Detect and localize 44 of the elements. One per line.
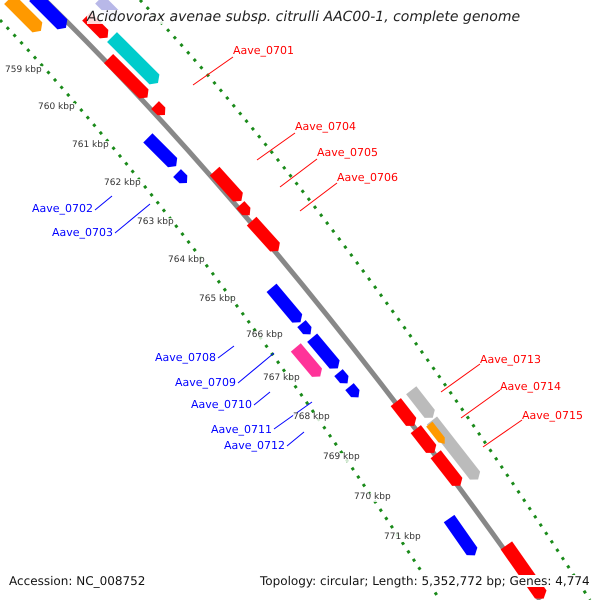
- title: Acidovorax avenae subsp. citrulli AAC00-1, complete genome: [87, 10, 520, 24]
- leader-line: [460, 390, 500, 418]
- leader-line: [218, 346, 234, 358]
- tick-label: 764 kbp: [168, 256, 205, 265]
- gene-label: Aave_0710: [190, 399, 252, 410]
- leader-line: [300, 182, 338, 212]
- tick-label: 760 kbp: [38, 103, 75, 112]
- gene-label: Aave_0703: [52, 227, 113, 238]
- tick-label: 770 kbp: [354, 493, 391, 502]
- tick-label: 761 kbp: [72, 141, 109, 150]
- gene-label: Aave_0711: [210, 424, 272, 435]
- gene-label: Aave_0712: [224, 440, 285, 451]
- leader-line: [440, 364, 480, 392]
- leader-line: [482, 420, 522, 448]
- tick-label: 763 kbp: [137, 218, 174, 227]
- gene-label: Aave_0705: [317, 147, 378, 158]
- gene-label: Aave_0706: [337, 172, 398, 183]
- gene-label: Aave_0713: [480, 354, 542, 365]
- leader-line: [254, 392, 270, 406]
- gene-label: Aave_0714: [500, 381, 562, 392]
- gene-label: Aave_0702: [32, 203, 93, 214]
- tick-label: 766 kbp: [246, 331, 283, 340]
- accession-note: Accession: NC_008752: [9, 575, 146, 587]
- genome-info-note: Topology: circular; Length: 5,352,772 bp; Genes: 4,774: [260, 575, 590, 587]
- leader-line: [280, 158, 318, 188]
- tick-label: 759 kbp: [5, 66, 42, 75]
- gene-label: Aave_0709: [174, 377, 236, 388]
- leader-line: [256, 132, 296, 160]
- leader-line: [238, 352, 274, 384]
- leader-line: [114, 204, 150, 234]
- gene-label: Aave_0715: [522, 410, 584, 421]
- leader-line: [192, 56, 234, 86]
- gene-label: Aave_0704: [295, 121, 356, 132]
- gene-label: Aave_0708: [154, 352, 216, 363]
- leader-line: [274, 402, 312, 430]
- tick-label: 765 kbp: [199, 295, 236, 304]
- leader-line: [286, 432, 304, 446]
- gene-label: Aave_0701: [233, 45, 294, 56]
- tick-label: 762 kbp: [104, 179, 141, 188]
- tick-label: 771 kbp: [384, 533, 421, 542]
- tick-label: 767 kbp: [263, 374, 300, 383]
- tick-label: 768 kbp: [293, 413, 330, 422]
- leader-line: [94, 196, 112, 210]
- tick-label: 769 kbp: [323, 453, 360, 462]
